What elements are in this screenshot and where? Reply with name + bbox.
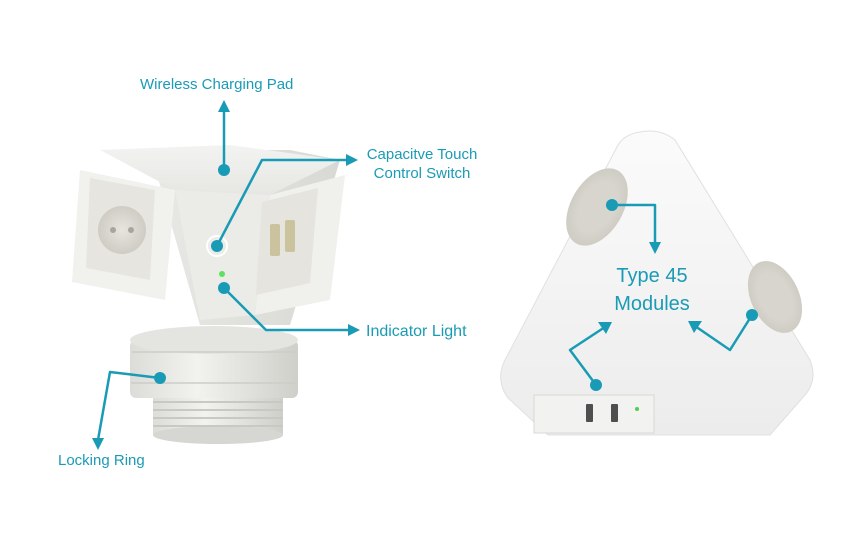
arrow-right-icon	[346, 154, 358, 166]
callout-dot-icon	[218, 164, 230, 176]
arrow-down-icon	[92, 438, 104, 450]
locking-ring-label: Locking Ring	[58, 452, 145, 469]
wireless-charging-pad-label: Wireless Charging Pad	[140, 76, 294, 93]
callout-lines	[96, 108, 754, 442]
modules-label: Type 45 Modules	[596, 262, 708, 318]
callout-dot-icon	[746, 309, 758, 321]
touch-switch-label: Capacitve Touch Control Switch	[357, 145, 487, 183]
usb-port-icon	[285, 220, 295, 252]
arrow-down-icon	[649, 242, 661, 254]
callout-dot-icon	[590, 379, 602, 391]
usb-module	[533, 394, 655, 434]
modules-label-line2: Modules	[614, 293, 690, 315]
indicator-light-icon	[635, 407, 639, 411]
callout-dot-icon	[218, 282, 230, 294]
indicator-light-icon	[219, 271, 225, 277]
callout-arrowheads	[92, 100, 702, 450]
usb-port-icon	[270, 224, 280, 256]
modules-label-line1: Type 45	[616, 265, 688, 287]
locking-ring-cylinder	[130, 326, 298, 444]
socket-icon	[98, 206, 146, 254]
indicator-light-label: Indicator Light	[366, 323, 467, 340]
arrow-up-icon	[218, 100, 230, 112]
arrow-up-right-icon	[598, 322, 612, 334]
touch-switch-label-line2: Control Switch	[373, 165, 471, 182]
callout-dot-icon	[606, 199, 618, 211]
arrow-up-left-icon	[688, 321, 702, 333]
callout-dots	[154, 164, 758, 391]
callout-dot-icon	[154, 372, 166, 384]
touch-switch-label-line1: Capacitve Touch	[366, 146, 478, 163]
arrow-right-icon	[348, 324, 360, 336]
usb-port-icon	[611, 404, 618, 422]
usb-port-icon	[586, 404, 593, 422]
right-device	[500, 130, 814, 436]
left-device	[72, 145, 345, 444]
touch-switch-icon	[206, 235, 228, 257]
callout-dot-icon	[211, 240, 223, 252]
